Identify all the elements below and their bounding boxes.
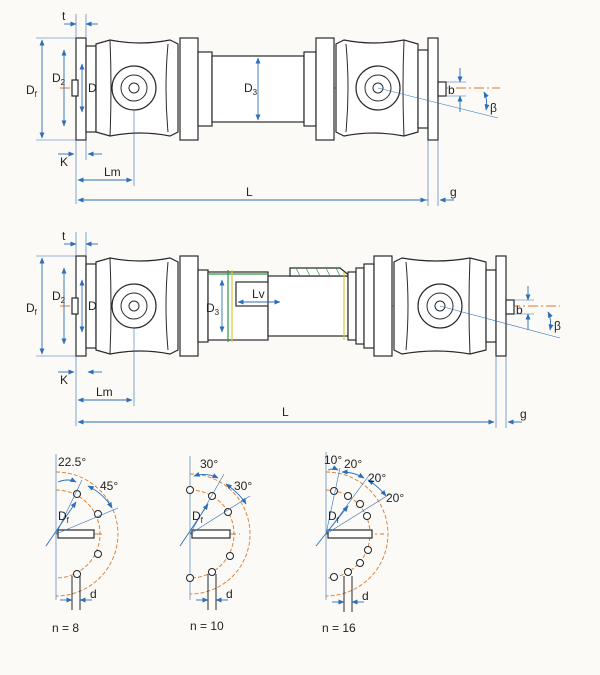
bottom-beta-label: β — [554, 319, 561, 333]
top-b-label: b — [448, 83, 455, 97]
top-g-label: g — [450, 185, 457, 199]
top-beta-label: β — [490, 101, 497, 115]
bottom-b-label: b — [516, 303, 523, 317]
bottom-l-label: L — [282, 405, 289, 419]
n8-angle-2: 45° — [100, 479, 118, 493]
top-d-label: D — [88, 81, 97, 95]
n16-angle-2: 20° — [344, 457, 362, 471]
bottom-lv-label: Lv — [252, 287, 265, 301]
n16-d-label: d — [362, 589, 369, 603]
bottom-d-label: D — [88, 299, 97, 313]
n8-d-label: d — [90, 587, 97, 601]
n8-angle-1: 22.5° — [58, 455, 86, 469]
bottom-g-label: g — [520, 407, 527, 421]
n10-df-label: Df — [192, 509, 204, 525]
top-d2-label: D2 — [52, 71, 66, 87]
bottom-right-mid-flange — [373, 255, 393, 357]
n16-angle-4: 20° — [386, 491, 404, 505]
top-left-key — [71, 79, 79, 97]
n16-label: n = 16 — [322, 621, 356, 635]
bottom-shaft-view: t Df D2 D D3 Lv b β K Lm L g — [26, 229, 561, 428]
top-shaft-view: t Df D2 D D3 b β K Lm L g — [26, 9, 500, 206]
bottom-k-label: K — [60, 373, 68, 387]
flange-pattern-n8: 22.5° 45° Df d n = 8 — [45, 454, 119, 635]
n10-angle-2: 30° — [234, 479, 252, 493]
bottom-d2-label: D2 — [52, 289, 66, 305]
top-right-flange — [427, 37, 439, 141]
top-left-mid-flange — [179, 37, 199, 141]
top-d3-label: D3 — [244, 81, 258, 97]
bottom-lm-label: Lm — [96, 385, 113, 399]
n8-label: n = 8 — [52, 621, 79, 635]
n16-df-label: Df — [328, 509, 340, 525]
bottom-right-flange — [495, 255, 507, 357]
bottom-t-label: t — [62, 229, 66, 243]
top-t-label: t — [62, 9, 66, 23]
top-k-label: K — [60, 155, 68, 169]
flange-pattern-n16: 10° 20° 20° 20° Df d n = 16 — [315, 452, 404, 635]
n16-angle-1: 10° — [324, 453, 342, 467]
top-right-mid-flange — [315, 37, 335, 141]
bottom-d3-label: D3 — [206, 301, 220, 317]
top-lm-label: Lm — [104, 165, 121, 179]
n10-label: n = 10 — [190, 619, 224, 633]
n10-angle-1: 30° — [200, 457, 218, 471]
n16-angle-3: 20° — [368, 471, 386, 485]
top-df-label: Df — [26, 83, 38, 99]
bottom-df-label: Df — [26, 301, 38, 317]
n8-df-label: Df — [58, 509, 70, 525]
bottom-tube — [267, 275, 349, 337]
top-left-bearing — [111, 65, 157, 111]
n10-d-label: d — [226, 587, 233, 601]
top-l-label: L — [246, 185, 253, 199]
flange-pattern-n10: 30° 30° Df d n = 10 — [179, 456, 252, 633]
